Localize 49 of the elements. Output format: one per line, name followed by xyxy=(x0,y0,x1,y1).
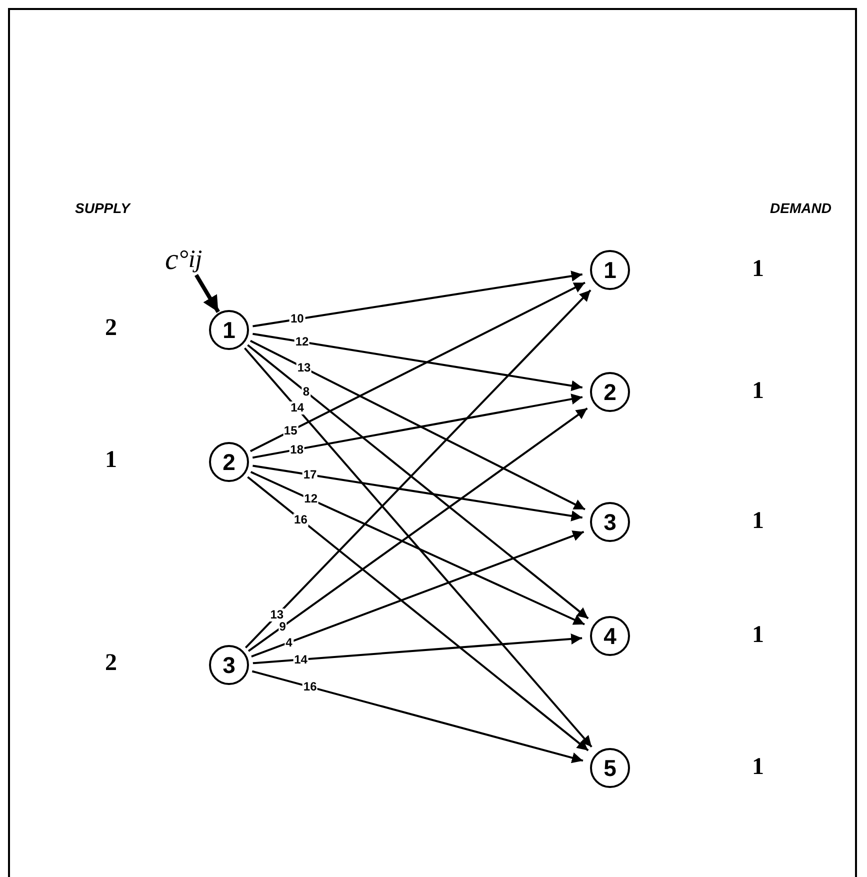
node-circle: 4 xyxy=(590,616,630,656)
edge-label: 13 xyxy=(269,608,285,622)
arrow xyxy=(252,633,582,664)
edge-label: 8 xyxy=(302,385,311,398)
arrow xyxy=(248,408,588,652)
node-circle: 1 xyxy=(590,250,630,290)
edge-label: 10 xyxy=(289,312,305,326)
edge-label: 12 xyxy=(303,492,319,506)
edge-label: 12 xyxy=(294,335,310,348)
arrow xyxy=(250,340,586,510)
node-circle: 3 xyxy=(209,645,249,685)
edge-label: 16 xyxy=(293,513,308,526)
arrow xyxy=(247,344,589,620)
node-circle: 1 xyxy=(209,310,249,350)
arrow xyxy=(252,332,583,392)
quantity-label: 1 xyxy=(105,447,117,474)
edge-label: 14 xyxy=(290,402,305,415)
edge-label: 13 xyxy=(296,361,312,374)
arrow xyxy=(250,471,585,626)
node-circle: 2 xyxy=(590,372,630,412)
quantity-label: 1 xyxy=(752,622,764,649)
quantity-label: 1 xyxy=(752,754,764,781)
arrow xyxy=(244,347,592,748)
edge-label: 18 xyxy=(289,443,305,456)
node-circle: 3 xyxy=(590,502,630,542)
arrow xyxy=(252,394,583,459)
arrow xyxy=(252,670,584,764)
column-heading: DEMAND xyxy=(770,200,832,216)
edge-label: 9 xyxy=(278,620,287,634)
arrow xyxy=(244,289,592,648)
edge-label: 16 xyxy=(302,680,318,694)
edge-label: 14 xyxy=(293,653,308,666)
arrow xyxy=(252,270,582,328)
column-heading: SUPPLY xyxy=(75,200,130,216)
arrow xyxy=(252,464,582,522)
leader-arrow xyxy=(194,274,220,313)
quantity-label: 1 xyxy=(752,378,764,405)
arrow xyxy=(250,282,586,452)
node-circle: 2 xyxy=(209,442,249,482)
edge-label: 17 xyxy=(302,468,318,482)
node-circle: 5 xyxy=(590,748,630,788)
quantity-label: 1 xyxy=(752,256,764,283)
quantity-label: 2 xyxy=(105,315,117,342)
arrow xyxy=(251,530,584,658)
edge-label: 15 xyxy=(282,424,298,438)
edge-label: 4 xyxy=(284,636,294,649)
quantity-label: 1 xyxy=(752,508,764,535)
arrow xyxy=(247,476,589,752)
quantity-label: 2 xyxy=(105,650,117,677)
